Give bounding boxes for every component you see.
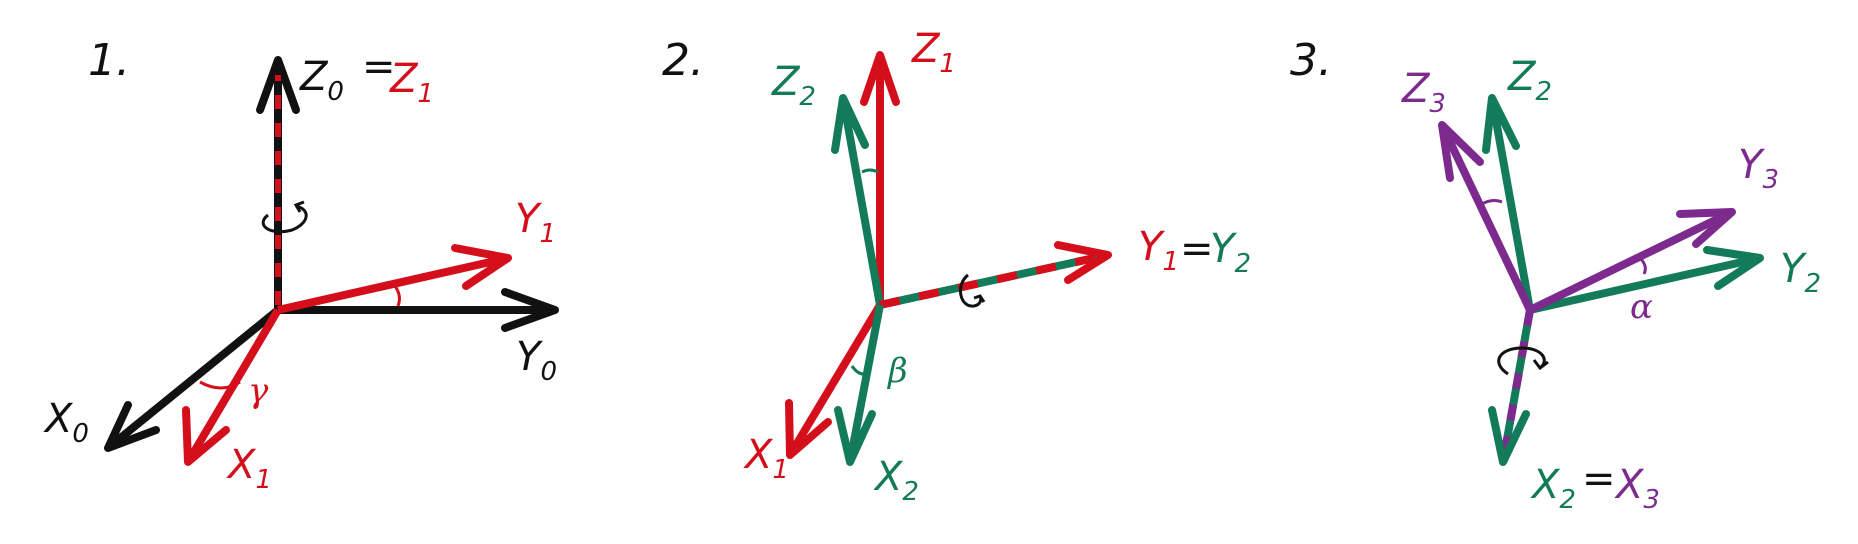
x3-label: X3 — [1614, 462, 1660, 515]
x1-axis — [785, 302, 884, 459]
equals-sign: = — [1180, 226, 1214, 272]
panel-1-number: 1. — [88, 35, 130, 86]
z2-axis — [1482, 94, 1534, 311]
y-angle-arc — [393, 285, 401, 307]
x-angle-arc — [199, 380, 241, 390]
x2-x3-axis — [1488, 309, 1534, 466]
equals-sign: = — [1582, 456, 1616, 502]
y0-axis — [278, 288, 559, 332]
gamma-label: γ — [248, 371, 269, 411]
y1-y2-axis — [879, 241, 1112, 309]
y-angle-arc — [1638, 256, 1647, 275]
x2-label: X2 — [1530, 462, 1576, 515]
x2-label: X2 — [873, 454, 919, 507]
panel-1: 1. Z0 — [43, 35, 559, 495]
rotation-arrowhead-icon — [973, 294, 986, 303]
y0-label: Y0 — [516, 334, 557, 387]
y2-label: Y2 — [1210, 226, 1251, 279]
z2-label: Z2 — [771, 59, 816, 112]
x0-axis — [104, 306, 281, 452]
y3-axis — [1528, 208, 1736, 314]
rotation-arrow-icon — [1497, 346, 1546, 376]
x1-label: X1 — [743, 432, 789, 485]
z3-label: Z3 — [1401, 66, 1446, 119]
y1-label: Y1 — [515, 196, 556, 249]
rotation-arrowhead-icon — [293, 200, 305, 213]
z0-label: Z0 — [299, 54, 344, 107]
rotation-arrowhead-icon — [1532, 359, 1549, 371]
y2-axis — [1529, 246, 1764, 314]
x2-axis — [834, 304, 884, 466]
panel-3: 3. Z3 Z2 — [1290, 35, 1821, 515]
y3-label: Y3 — [1738, 142, 1779, 195]
x-angle-arc — [850, 365, 871, 376]
z1-axis — [860, 51, 900, 305]
z2-axis — [831, 94, 884, 306]
rotation-arrow-icon — [261, 204, 308, 234]
y2-label: Y2 — [1780, 246, 1821, 299]
alpha-label: α — [1630, 287, 1653, 327]
z1-label: Z1 — [911, 26, 956, 79]
x1-label: X1 — [226, 442, 272, 495]
z3-axis — [1438, 121, 1534, 312]
panel-2-number: 2. — [662, 35, 704, 86]
z-angle-arc — [1479, 199, 1503, 207]
z2-label: Z2 — [1507, 54, 1552, 107]
beta-label: β — [886, 351, 908, 391]
panel-3-number: 3. — [1290, 35, 1332, 86]
equals-sign: = — [362, 44, 396, 90]
z-angle-arc — [861, 168, 879, 174]
y1-axis — [277, 244, 512, 314]
panel-2: 2. Z2 Z1 — [662, 26, 1251, 507]
z1-label: Z1 — [389, 56, 434, 109]
x0-label: X0 — [43, 396, 89, 449]
y1-label: Y1 — [1138, 224, 1179, 277]
